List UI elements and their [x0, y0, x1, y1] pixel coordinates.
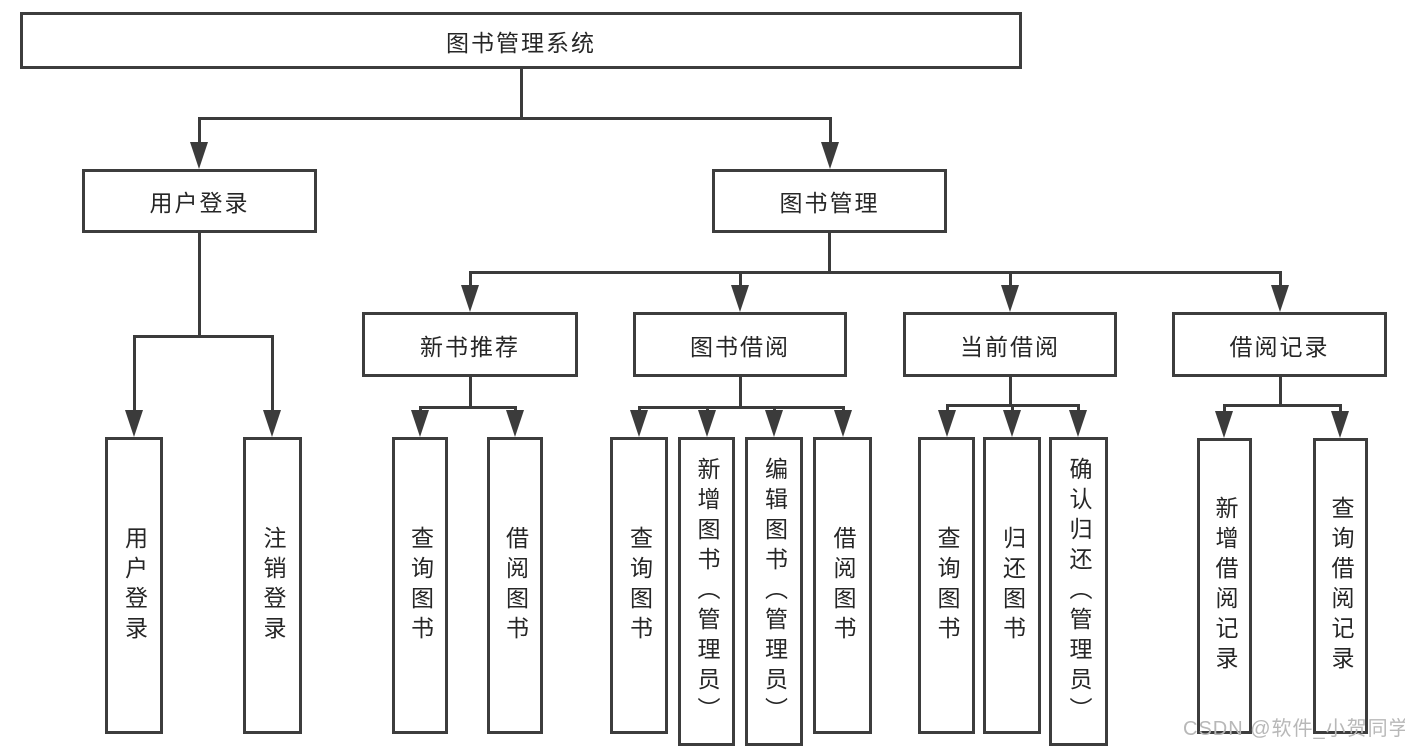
- arrow-head-icon: [765, 410, 783, 437]
- connector-bar: [1223, 404, 1342, 407]
- arrow-head-icon: [821, 142, 839, 169]
- arrow-stem: [1223, 404, 1226, 414]
- arrow-head-icon: [1003, 410, 1021, 437]
- arrow-stem: [829, 117, 832, 144]
- arrow-head-icon: [630, 410, 648, 437]
- csdn-watermark: CSDN @软件_小贺同学: [1183, 718, 1405, 740]
- leaf-cb-query-book: 查询图书: [918, 437, 975, 734]
- leaf-user-login: 用户登录: [105, 437, 163, 734]
- arrow-head-icon: [834, 410, 852, 437]
- leaf-bb-edit-book-admin: 编辑图书（管理员）: [745, 437, 803, 746]
- arrow-head-icon: [506, 410, 524, 437]
- leaf-cb-return-book: 归还图书: [983, 437, 1041, 734]
- arrow-head-icon: [190, 142, 208, 169]
- arrow-head-icon: [1271, 285, 1289, 312]
- connector-stem: [469, 376, 472, 409]
- arrow-stem: [1279, 271, 1282, 287]
- arrow-head-icon: [125, 410, 143, 437]
- connector-stem: [198, 232, 201, 338]
- leaf-rec-borrow-book: 借阅图书: [487, 437, 543, 734]
- connector-bar: [419, 406, 517, 409]
- leaf-br-query-record: 查询借阅记录: [1313, 438, 1368, 734]
- arrow-stem: [1339, 404, 1342, 414]
- leaf-bb-borrow-book: 借阅图书: [813, 437, 872, 734]
- leaf-br-add-record: 新增借阅记录: [1197, 438, 1252, 734]
- arrow-stem: [946, 404, 949, 414]
- connector-stem: [1279, 376, 1282, 407]
- arrow-stem: [271, 335, 274, 412]
- node-current-borrow: 当前借阅: [903, 312, 1117, 377]
- arrow-stem: [1009, 271, 1012, 287]
- arrow-stem: [133, 335, 136, 412]
- leaf-cb-confirm-return-admin: 确认归还（管理员）: [1049, 437, 1108, 746]
- node-library-management-system: 图书管理系统: [20, 12, 1022, 69]
- arrow-head-icon: [1069, 410, 1087, 437]
- arrow-head-icon: [1331, 411, 1349, 438]
- connector-stem: [520, 68, 523, 120]
- leaf-rec-query-book: 查询图书: [392, 437, 448, 734]
- connector-stem: [828, 232, 831, 274]
- arrow-head-icon: [731, 285, 749, 312]
- node-book-borrow: 图书借阅: [633, 312, 847, 377]
- connector-stem: [739, 376, 742, 409]
- arrow-stem: [198, 117, 201, 144]
- arrow-stem: [469, 271, 472, 287]
- node-book-management: 图书管理: [712, 169, 947, 233]
- arrow-head-icon: [698, 410, 716, 437]
- arrow-head-icon: [1215, 411, 1233, 438]
- arrow-stem: [1011, 404, 1014, 414]
- arrow-head-icon: [411, 410, 429, 437]
- node-new-book-recommend: 新书推荐: [362, 312, 578, 377]
- leaf-bb-add-book-admin: 新增图书（管理员）: [678, 437, 735, 746]
- leaf-logout: 注销登录: [243, 437, 302, 734]
- connector-stem: [1009, 376, 1012, 407]
- connector-bar: [469, 271, 1282, 274]
- node-borrow-record: 借阅记录: [1172, 312, 1387, 377]
- connector-bar: [638, 406, 845, 409]
- node-user-login: 用户登录: [82, 169, 317, 233]
- arrow-head-icon: [263, 410, 281, 437]
- connector-bar: [133, 335, 274, 338]
- arrow-stem: [739, 271, 742, 287]
- arrow-head-icon: [938, 410, 956, 437]
- arrow-head-icon: [1001, 285, 1019, 312]
- arrow-head-icon: [461, 285, 479, 312]
- arrow-stem: [1077, 404, 1080, 414]
- leaf-bb-query-book: 查询图书: [610, 437, 668, 734]
- connector-bar: [198, 117, 832, 120]
